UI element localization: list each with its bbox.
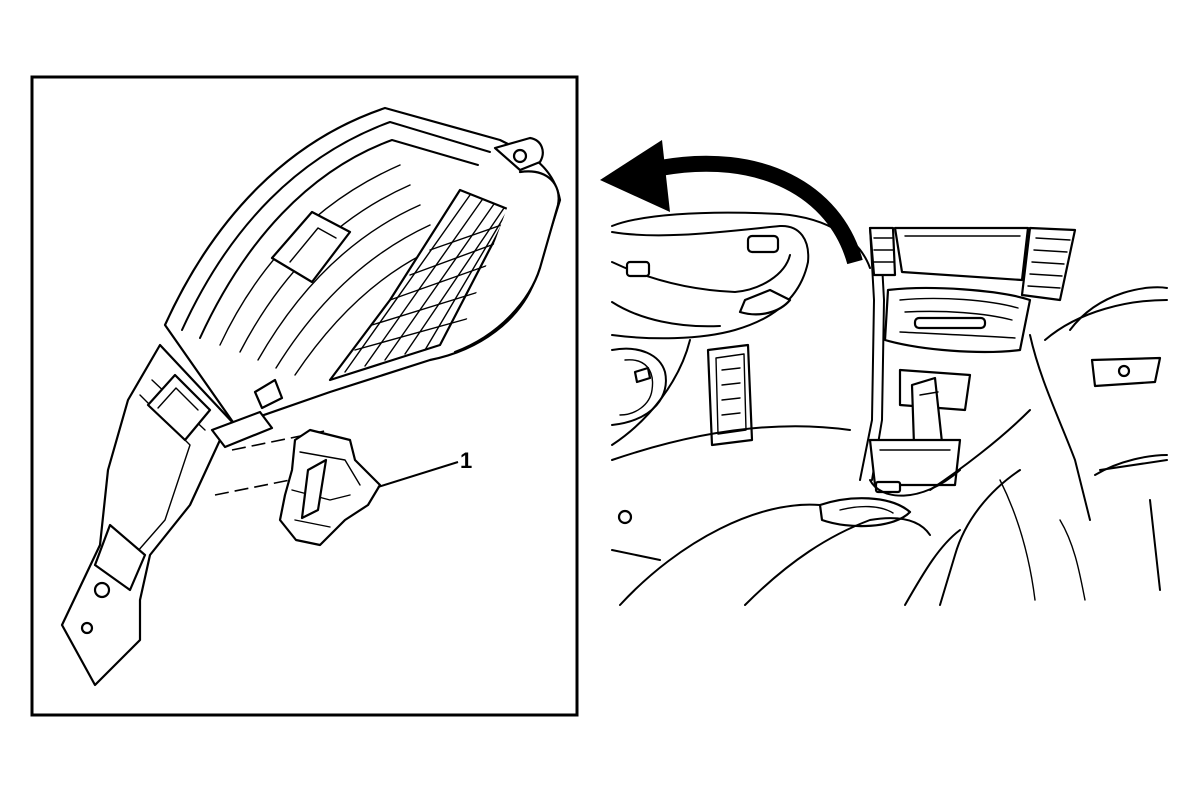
center-right-vent (1020, 226, 1077, 302)
steering-wheel (611, 211, 871, 340)
interior-view (600, 140, 1168, 606)
floor-trim (611, 343, 851, 561)
passenger-dash (1029, 286, 1168, 521)
callout-label: 1 (460, 448, 472, 473)
center-left-vent (868, 226, 897, 277)
gear-shifter (868, 368, 972, 494)
curved-arrow-icon (600, 140, 863, 265)
detail-panel: 1 (30, 75, 579, 717)
front-seats (619, 409, 1168, 606)
center-stack (818, 226, 1077, 528)
vent-actuator (214, 428, 382, 547)
air-vent-assembly (60, 106, 562, 687)
vent-rear-grid (328, 188, 512, 382)
callout-1: 1 (377, 448, 472, 488)
knee-panel (611, 339, 691, 446)
